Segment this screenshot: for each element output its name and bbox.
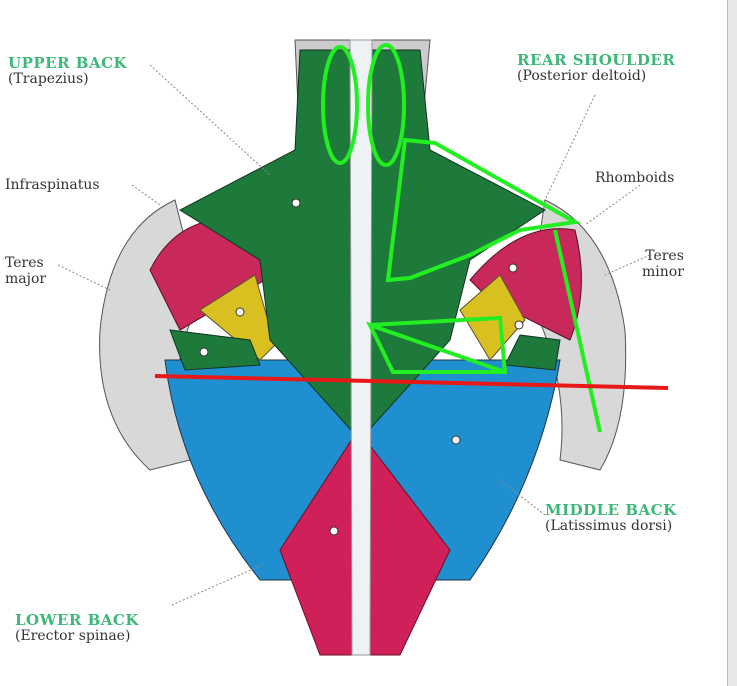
deltoid-dot [508,263,518,273]
window-edge [727,0,737,686]
middle-back-sub: (Latissimus dorsi) [545,518,673,534]
upper-back-sub: (Trapezius) [8,71,89,87]
leader-middle-back [499,479,546,516]
teres-major-line1: Teres [5,255,44,271]
label-middle-back: MIDDLE BACK (Latissimus dorsi) [545,502,677,534]
rear-shoulder-title: REAR SHOULDER [517,51,676,69]
leader-teres-major [57,264,111,291]
leader-rear-shoulder [544,94,596,201]
annotation-line [553,229,602,433]
teres-dot [199,347,209,357]
annotation-red-line [154,374,669,390]
middle-back-title: MIDDLE BACK [545,501,677,519]
label-rear-shoulder: REAR SHOULDER (Posterior deltoid) [517,52,675,84]
annotation-ellipse-left [321,45,359,165]
lat-dot [451,435,461,445]
infraspinatus-dot [235,307,245,317]
spine [349,39,373,656]
label-teres-major: Teres major [5,255,46,287]
annotation-triangle [366,315,508,374]
leader-rhomboids [584,184,641,226]
leader-teres-minor [604,254,651,276]
erector-dot [329,526,339,536]
upper-back-title: UPPER BACK [8,54,128,72]
label-lower-back: LOWER BACK (Erector spinae) [15,612,139,644]
teres-major-line2: major [5,271,47,287]
leader-upper-back [149,64,271,176]
rear-shoulder-sub: (Posterior deltoid) [517,68,647,84]
lower-back-sub: (Erector spinae) [15,628,131,644]
label-upper-back: UPPER BACK (Trapezius) [8,55,127,87]
left-teres [169,329,261,371]
label-infraspinatus: Infraspinatus [5,177,100,193]
teres-minor-line1: Teres [645,248,684,264]
annotation-ellipse-right [366,43,406,167]
teres-minor-dot [514,320,524,330]
label-teres-minor: Teres minor [642,248,684,280]
leader-lower-back [171,564,263,606]
lower-back-title: LOWER BACK [15,611,139,629]
leader-infraspinatus [131,184,161,206]
annotation-polygon-upper [385,137,582,283]
trapezius-dot [291,198,301,208]
teres-minor-line2: minor [642,264,684,280]
right-teres [504,334,561,371]
label-rhomboids: Rhomboids [595,170,675,186]
